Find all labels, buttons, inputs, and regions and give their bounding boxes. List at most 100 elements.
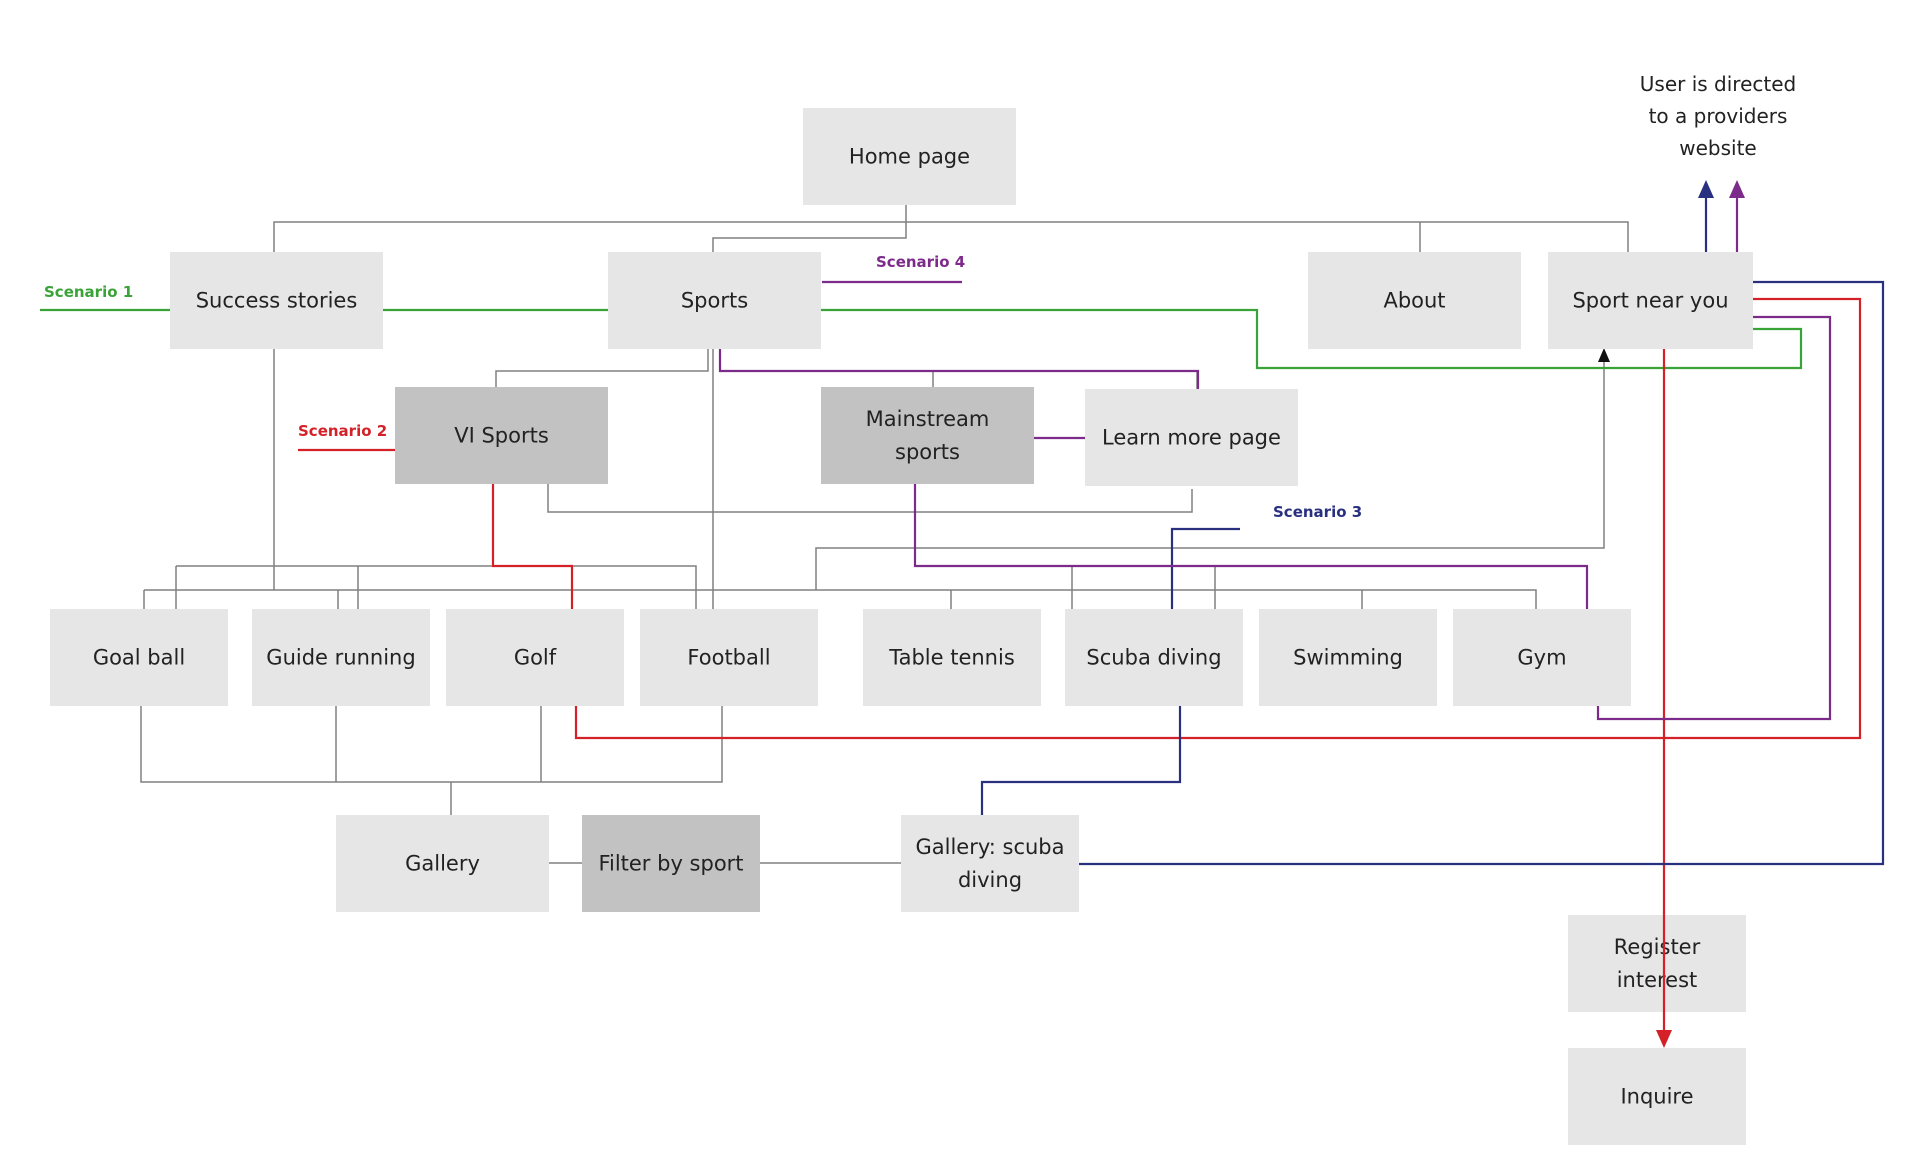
node-label: About <box>1383 289 1445 313</box>
node-label: Home page <box>849 145 970 169</box>
node-box <box>640 609 818 706</box>
arrow-up-icon <box>1729 180 1745 198</box>
node-golf: Golf <box>446 609 624 706</box>
arrow-up-icon <box>1698 180 1714 198</box>
node-inquire: Inquire <box>1568 1048 1746 1145</box>
node-success: Success stories <box>170 252 383 349</box>
node-tabletennis: Table tennis <box>863 609 1041 706</box>
connector-line <box>495 349 709 387</box>
scenario-flow-line <box>491 484 574 609</box>
node-box <box>252 609 430 706</box>
node-box <box>863 609 1041 706</box>
scenario-flow-line <box>1079 280 1885 866</box>
node-label: Goal ball <box>93 646 185 670</box>
gray-connectors <box>140 205 1629 864</box>
node-label: sports <box>895 440 960 464</box>
node-learn: Learn more page <box>1085 389 1298 486</box>
node-swimming: Swimming <box>1259 609 1437 706</box>
connector-line <box>815 355 1605 590</box>
node-box <box>1568 915 1746 1012</box>
node-label: Sport near you <box>1572 289 1728 313</box>
scenario-label: Scenario 4 <box>876 253 965 271</box>
node-label: VI Sports <box>454 424 549 448</box>
node-scuba: Scuba diving <box>1065 609 1243 706</box>
scenario-flow-line <box>913 484 1589 609</box>
node-box <box>1085 389 1298 486</box>
node-box <box>1065 609 1243 706</box>
node-label: interest <box>1617 968 1698 992</box>
scenario-label: Scenario 1 <box>44 283 133 301</box>
node-about: About <box>1308 252 1521 349</box>
node-vi: VI Sports <box>395 387 608 484</box>
note-line: User is directed <box>1640 72 1796 96</box>
note-line: to a providers <box>1649 104 1788 128</box>
node-label: Golf <box>514 646 557 670</box>
note-line: website <box>1679 136 1756 160</box>
node-box <box>1568 1048 1746 1145</box>
node-label: Guide running <box>266 646 415 670</box>
node-label: Register <box>1614 935 1701 959</box>
node-box <box>1259 609 1437 706</box>
node-box <box>446 609 624 706</box>
node-box <box>582 815 760 912</box>
connector-line <box>712 205 907 252</box>
node-label: Gallery <box>405 852 480 876</box>
node-label: Filter by sport <box>598 852 743 876</box>
node-box <box>803 108 1016 205</box>
node-label: Sports <box>681 289 748 313</box>
node-label: Success stories <box>196 289 358 313</box>
node-label: Swimming <box>1293 646 1403 670</box>
node-box <box>395 387 608 484</box>
node-label: diving <box>958 868 1022 892</box>
scenario-flow-line <box>1170 527 1240 609</box>
node-box <box>1308 252 1521 349</box>
node-guide: Guide running <box>252 609 430 706</box>
node-box <box>901 815 1079 912</box>
node-label: Gym <box>1517 646 1566 670</box>
connector-line <box>547 484 1193 513</box>
scenario-flow-line <box>821 308 1803 370</box>
node-register: Register interest <box>1568 915 1746 1012</box>
node-box <box>336 815 549 912</box>
node-box <box>1548 252 1753 349</box>
connector-line <box>273 221 1629 252</box>
node-label: Football <box>687 646 770 670</box>
node-near: Sport near you <box>1548 252 1753 349</box>
node-box <box>821 387 1034 484</box>
connector-line <box>144 589 1537 609</box>
scenario-flow-line <box>718 349 1200 389</box>
node-label: Inquire <box>1620 1085 1693 1109</box>
node-gym: Gym <box>1453 609 1631 706</box>
node-sports: Sports <box>608 252 821 349</box>
scenario-flow-line <box>1596 315 1832 721</box>
node-label: Mainstream <box>866 407 990 431</box>
node-label: Scuba diving <box>1086 646 1221 670</box>
node-box <box>170 252 383 349</box>
node-box <box>608 252 821 349</box>
node-galscuba: Gallery: scuba diving <box>901 815 1079 912</box>
node-mainstream: Mainstream sports <box>821 387 1034 484</box>
scenario-label: Scenario 3 <box>1273 503 1362 521</box>
node-filter: Filter by sport <box>582 815 760 912</box>
node-box <box>1453 609 1631 706</box>
node-label: Gallery: scuba <box>915 835 1064 859</box>
scenario-flow-line <box>574 297 1862 740</box>
scenario-flow-line <box>980 706 1182 815</box>
connector-line <box>176 565 697 609</box>
node-football: Football <box>640 609 818 706</box>
node-goalball: Goal ball <box>50 609 228 706</box>
node-gallery: Gallery <box>336 815 549 912</box>
node-home: Home page <box>803 108 1016 205</box>
provider-note: User is directed to a providers website <box>1640 72 1796 160</box>
node-label: Table tennis <box>888 646 1015 670</box>
node-box <box>50 609 228 706</box>
node-label: Learn more page <box>1102 426 1281 450</box>
arrow-down-icon <box>1656 1030 1672 1048</box>
arrowhead-icon <box>1598 348 1610 362</box>
connector-line <box>140 706 723 783</box>
scenario-flows <box>40 180 1885 1048</box>
connector-line <box>933 370 1198 389</box>
